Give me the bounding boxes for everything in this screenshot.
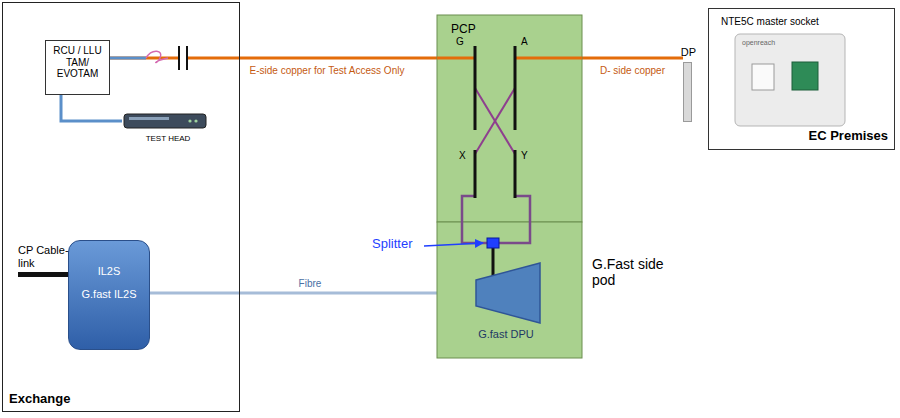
copper-stub <box>437 57 475 60</box>
dpu-unit: G.fast DPU <box>470 262 542 324</box>
premises-name: EC Premises <box>809 129 889 144</box>
dpu-shape <box>476 263 540 323</box>
equipment-box: RCU / LLU TAM/ EVOTAM <box>45 40 110 95</box>
il2s-box: IL2S G.fast IL2S <box>68 240 150 350</box>
tie-cable <box>110 57 146 60</box>
terminal-letter: G <box>456 36 464 48</box>
test-head-led <box>188 119 191 122</box>
edge-label: E-side copper for Test Access Only <box>250 65 405 77</box>
socket-port <box>752 64 774 90</box>
terminal-letter: Y <box>521 150 528 162</box>
splitter-pointer <box>424 243 483 246</box>
terminal-letter: X <box>459 150 466 162</box>
icon-label: TEST HEAD <box>122 134 214 143</box>
terminal-letter: A <box>521 36 528 48</box>
pod-name: G.Fast side pod <box>592 256 674 288</box>
jumper-wire <box>475 88 515 154</box>
cable-link-bar <box>18 272 68 277</box>
socket-faceplate <box>735 34 845 126</box>
dpu-lead <box>492 248 495 276</box>
socket-port <box>792 62 818 90</box>
box-label: G.fast IL2S <box>81 288 137 301</box>
test-head-led <box>194 119 197 122</box>
jumper-wire <box>499 196 530 243</box>
test-head-panel <box>129 117 169 120</box>
distribution-point: DP <box>683 62 692 122</box>
site-name: Exchange <box>9 392 70 407</box>
fibre-link <box>150 292 470 295</box>
terminal-bar <box>514 150 517 198</box>
edge-label: Fibre <box>299 278 322 290</box>
jumper-wire <box>462 196 487 243</box>
brand-mark: openreach <box>742 39 775 47</box>
edge-label: D- side copper <box>600 65 665 77</box>
splitter-block <box>487 238 499 248</box>
jumper-loop <box>146 51 168 62</box>
tie-cable <box>61 95 122 121</box>
terminal-bar <box>474 46 477 130</box>
callout-label: Splitter <box>372 237 412 252</box>
terminal-bar <box>474 150 477 198</box>
jumper-wire <box>475 88 515 154</box>
test-head-icon <box>124 114 206 128</box>
line-gap <box>180 53 186 63</box>
exchange-building: Exchange RCU / LLU TAM/ EVOTAM TEST HEAD IL… <box>2 2 240 412</box>
premises-box: NTE5C master socket EC Premises <box>708 8 895 150</box>
box-label: RCU / LLU TAM/ EVOTAM <box>51 45 104 80</box>
point-label: DP <box>676 46 701 59</box>
test-head: TEST HEAD <box>122 110 214 150</box>
socket-name: NTE5C master socket <box>721 16 819 28</box>
capacitor-plate <box>178 46 180 70</box>
copper-pair <box>582 57 683 60</box>
capacitor-plate <box>186 46 188 70</box>
pcp-cabinet <box>437 15 582 222</box>
box-heading: IL2S <box>81 265 137 278</box>
unit-label: G.fast DPU <box>456 328 556 341</box>
dpu-outline <box>470 262 542 324</box>
terminal-bar <box>514 46 517 130</box>
cable-label: CP Cable-link <box>18 244 76 269</box>
copper-stub <box>515 57 582 60</box>
side-pod: G.Fast side podG.fast DPU <box>437 222 582 358</box>
cabinet-name: PCP <box>451 23 476 37</box>
